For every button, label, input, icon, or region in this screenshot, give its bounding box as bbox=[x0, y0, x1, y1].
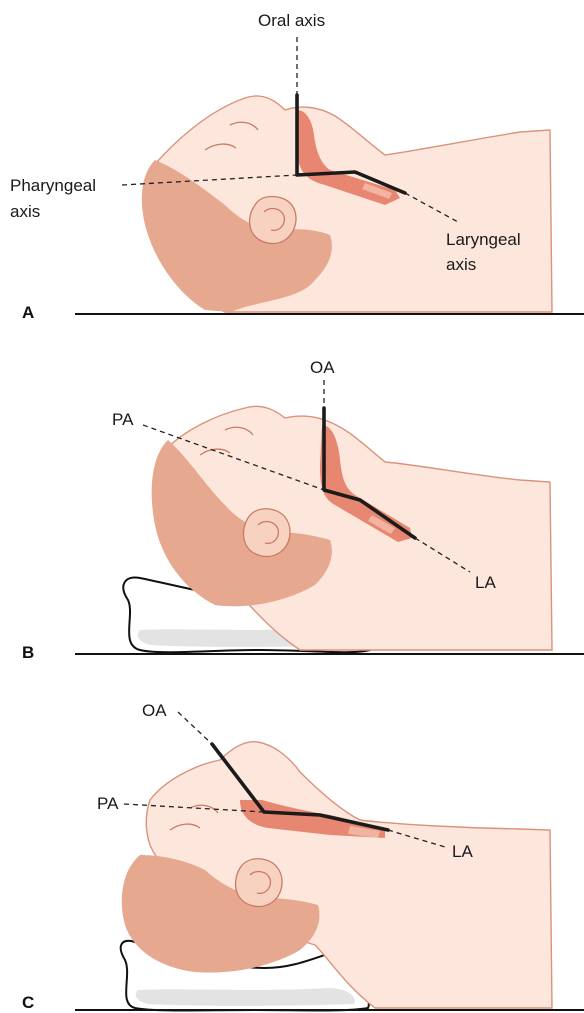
panel-c-la-label: LA bbox=[452, 842, 473, 861]
panel-c-ear bbox=[236, 859, 282, 907]
panel-a: Oral axis Pharyngeal axis Laryngeal axis… bbox=[10, 11, 584, 322]
panel-a-ear bbox=[250, 197, 296, 244]
panel-b-oa-label: OA bbox=[310, 358, 335, 377]
panel-c-pillow-shade bbox=[136, 988, 355, 1006]
panel-c-letter: C bbox=[22, 993, 34, 1012]
panel-b-la-label: LA bbox=[475, 573, 496, 592]
panel-b-letter: B bbox=[22, 643, 34, 662]
panel-b-pa-label: PA bbox=[112, 410, 134, 429]
panel-a-laryngeal-axis-label-2: axis bbox=[446, 255, 476, 274]
panel-c-oa-label: OA bbox=[142, 701, 167, 720]
panel-a-pharyngeal-axis-label-2: axis bbox=[10, 202, 40, 221]
panel-c-pa-label: PA bbox=[97, 794, 119, 813]
panel-c-oral-axis-dash bbox=[178, 712, 212, 744]
panel-a-letter: A bbox=[22, 303, 34, 322]
panel-a-laryngeal-axis-label-1: Laryngeal bbox=[446, 230, 521, 249]
panel-b-ear bbox=[244, 509, 290, 557]
panel-c: OA PA LA C bbox=[22, 701, 584, 1012]
panel-a-oral-axis-label: Oral axis bbox=[258, 11, 325, 30]
panel-a-pharyngeal-axis-label-1: Pharyngeal bbox=[10, 176, 96, 195]
panel-b: OA PA LA B bbox=[22, 358, 584, 662]
